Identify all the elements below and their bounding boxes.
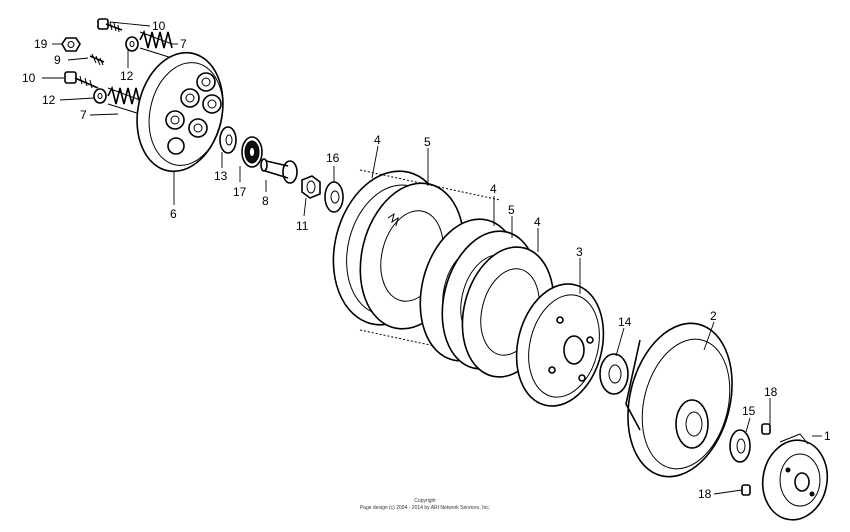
part-pressure-plate-6 — [136, 51, 224, 173]
callout-17: 17 — [233, 185, 247, 199]
callout-13: 13 — [214, 169, 228, 183]
callout-7-lower: 7 — [80, 108, 87, 122]
callout-11: 11 — [296, 219, 309, 233]
callout-6: 6 — [170, 207, 177, 221]
leader-lines — [42, 21, 822, 495]
callout-12-lower: 12 — [42, 93, 56, 107]
part-pin-9 — [89, 53, 105, 66]
callout-1: 1 — [824, 429, 831, 443]
callout-10-lower: 10 — [22, 71, 36, 85]
callout-9: 9 — [54, 53, 61, 67]
part-rotor-1 — [761, 433, 829, 521]
part-clutch-center-3 — [515, 283, 605, 407]
part-washer-12-lower — [93, 88, 107, 104]
part-washer-12-upper — [125, 36, 139, 52]
part-bearing-17 — [241, 136, 263, 168]
part-bolt-18-lower — [741, 484, 751, 496]
callout-5-a: 5 — [424, 135, 431, 149]
callout-18-upper: 18 — [764, 385, 778, 399]
callout-14: 14 — [618, 315, 632, 329]
part-washer-15 — [729, 429, 751, 463]
part-bolt-18-upper — [761, 423, 771, 435]
callout-3: 3 — [576, 245, 583, 259]
part-bolt-10-upper — [97, 18, 123, 33]
callout-12-upper: 12 — [120, 69, 134, 83]
callout-10-upper: 10 — [152, 19, 166, 33]
copyright-label: Copyright — [414, 498, 436, 504]
callout-2: 2 — [710, 309, 717, 323]
part-washer-16 — [324, 181, 344, 213]
callout-16: 16 — [326, 151, 340, 165]
callout-15: 15 — [742, 404, 756, 418]
copyright-notice: Page design (c) 2004 - 2014 by ARI Netwo… — [359, 505, 491, 511]
callout-5-b: 5 — [508, 203, 515, 217]
part-bolt-10-lower — [64, 71, 99, 89]
part-locknut-11 — [301, 175, 321, 199]
part-lifter-8 — [260, 158, 298, 184]
callout-4-a: 4 — [374, 133, 381, 147]
callout-19: 19 — [34, 37, 48, 51]
part-spring-7-lower — [107, 85, 141, 115]
callout-4-c: 4 — [534, 215, 541, 229]
part-washer-14 — [599, 353, 629, 395]
part-spring-7-upper — [139, 29, 173, 59]
callout-7-upper: 7 — [180, 37, 187, 51]
callout-4-b: 4 — [490, 182, 497, 196]
part-washer-13 — [219, 126, 237, 154]
part-clutch-outer-2 — [625, 322, 733, 478]
callout-18-lower: 18 — [698, 487, 712, 501]
part-nut-19 — [61, 37, 81, 52]
callout-8: 8 — [262, 194, 269, 208]
